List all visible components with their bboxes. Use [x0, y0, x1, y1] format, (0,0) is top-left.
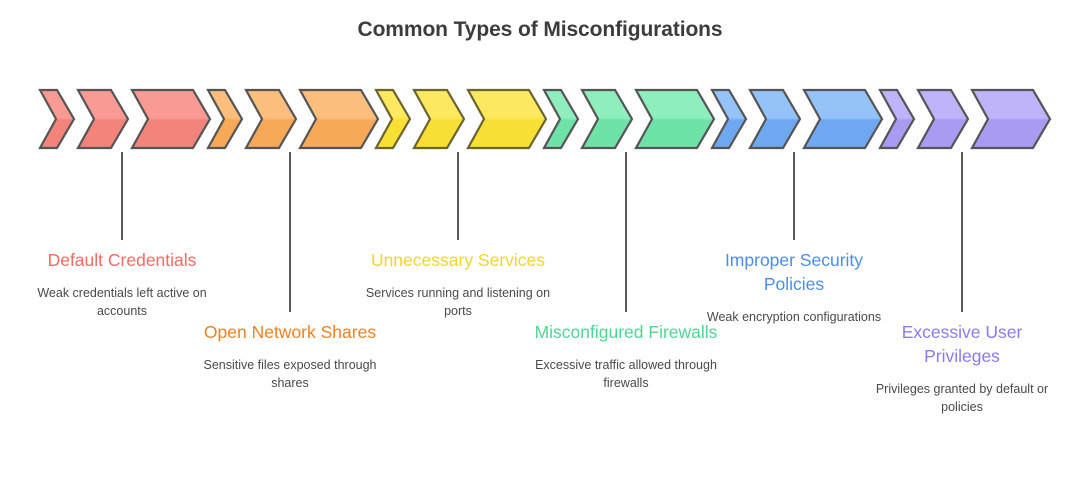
- connector-line-unnecessary-services: [457, 152, 459, 240]
- item-title-excessive-user-privileges: Excessive User Privileges: [901, 322, 1023, 366]
- item-description-excessive-user-privileges: Privileges granted by default or policie…: [875, 382, 1049, 414]
- page-title: Common Types of Misconfigurations: [357, 18, 723, 41]
- connector-line-open-network-shares: [289, 152, 291, 312]
- chevron-3[interactable]: [802, 88, 884, 150]
- chevron-2[interactable]: [76, 88, 130, 150]
- chevron-3[interactable]: [634, 88, 716, 150]
- chevron-2[interactable]: [412, 88, 466, 150]
- chevron-group-improper-security-policies[interactable]: [704, 84, 884, 152]
- chevron-2[interactable]: [244, 88, 298, 150]
- item-description-improper-security-policies: Weak encryption configurations: [706, 310, 882, 324]
- connector-line-excessive-user-privileges: [961, 152, 963, 312]
- chevron-3[interactable]: [466, 88, 548, 150]
- chevron-1[interactable]: [542, 88, 580, 150]
- chevron-1[interactable]: [878, 88, 916, 150]
- item-description-misconfigured-firewalls: Excessive traffic allowed through firewa…: [535, 358, 717, 390]
- chevron-1[interactable]: [38, 88, 76, 150]
- item-title-default-credentials: Default Credentials: [47, 250, 197, 270]
- item-description-default-credentials: Weak credentials left active on accounts: [37, 286, 207, 318]
- chevron-group-unnecessary-services[interactable]: [368, 84, 548, 152]
- chevron-2[interactable]: [916, 88, 970, 150]
- item-title-misconfigured-firewalls: Misconfigured Firewalls: [534, 322, 718, 342]
- chevron-group-misconfigured-firewalls[interactable]: [536, 84, 716, 152]
- item-title-open-network-shares: Open Network Shares: [203, 322, 377, 342]
- item-title-improper-security-policies: Improper Security Policies: [724, 250, 864, 294]
- chevron-group-excessive-user-privileges[interactable]: [872, 84, 1052, 152]
- chevron-3[interactable]: [130, 88, 212, 150]
- connector-line-default-credentials: [121, 152, 123, 240]
- chevron-3[interactable]: [298, 88, 380, 150]
- chevron-1[interactable]: [374, 88, 412, 150]
- chevron-2[interactable]: [748, 88, 802, 150]
- item-title-unnecessary-services: Unnecessary Services: [370, 250, 546, 270]
- chevron-group-open-network-shares[interactable]: [200, 84, 380, 152]
- item-description-unnecessary-services: Services running and listening on ports: [365, 286, 551, 318]
- chevron-1[interactable]: [206, 88, 244, 150]
- chevron-3[interactable]: [970, 88, 1052, 150]
- connector-line-improper-security-policies: [793, 152, 795, 240]
- chevron-group-default-credentials[interactable]: [32, 84, 212, 152]
- chevron-2[interactable]: [580, 88, 634, 150]
- connector-line-misconfigured-firewalls: [625, 152, 627, 312]
- item-description-open-network-shares: Sensitive files exposed through shares: [203, 358, 377, 390]
- chevron-1[interactable]: [710, 88, 748, 150]
